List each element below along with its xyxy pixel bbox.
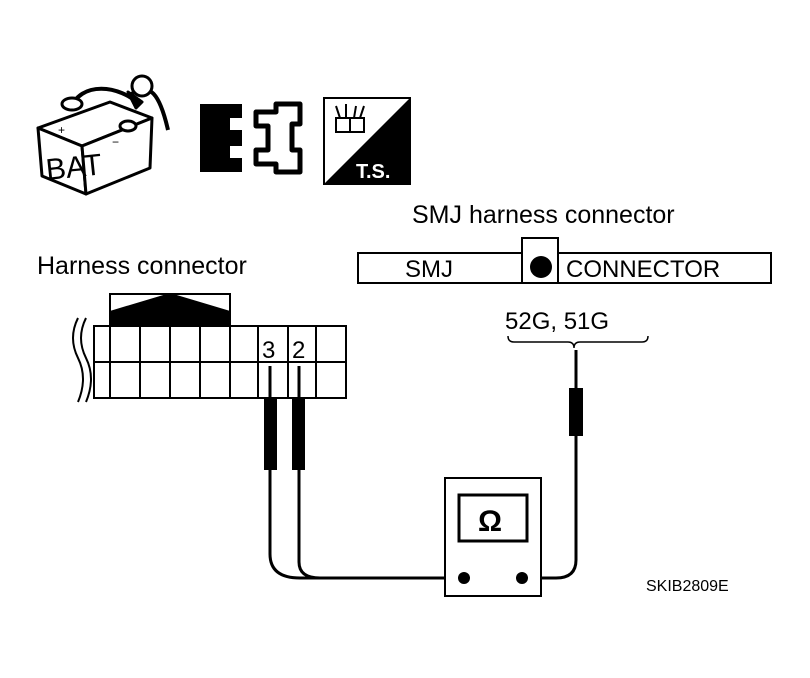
ts-icon — [323, 97, 411, 185]
ohmmeter-symbol: Ω — [478, 505, 502, 538]
harness-title: Harness connector — [37, 252, 247, 280]
smj-terminals-label: 52G, 51G — [505, 308, 609, 335]
smj-left-label: SMJ — [405, 256, 453, 283]
probe-pin2 — [292, 398, 305, 470]
smj-title: SMJ harness connector — [412, 201, 675, 229]
meter-terminal-right — [516, 572, 528, 584]
smj-right-label: CONNECTOR — [566, 256, 720, 283]
connector-disconnect-icon — [200, 101, 303, 175]
probe-leads — [268, 350, 578, 580]
battery-label: BAT — [44, 148, 103, 187]
probe-smj — [569, 388, 583, 436]
harness-pin-b-label: 2 — [292, 337, 305, 364]
smj-terminal-dot — [530, 256, 552, 278]
meter-terminal-left — [458, 572, 470, 584]
probe-pin3 — [264, 398, 277, 470]
svg-text:−: − — [112, 135, 119, 149]
harness-pin-a-label: 3 — [262, 337, 275, 364]
ts-label: T.S. — [356, 161, 390, 183]
harness-connector — [72, 292, 347, 403]
svg-text:+: + — [58, 123, 65, 137]
battery-icon: + − — [36, 74, 170, 196]
figure-id: SKIB2809E — [646, 578, 729, 595]
smj-connector-bar — [357, 237, 772, 284]
terminals-brace — [507, 335, 649, 349]
